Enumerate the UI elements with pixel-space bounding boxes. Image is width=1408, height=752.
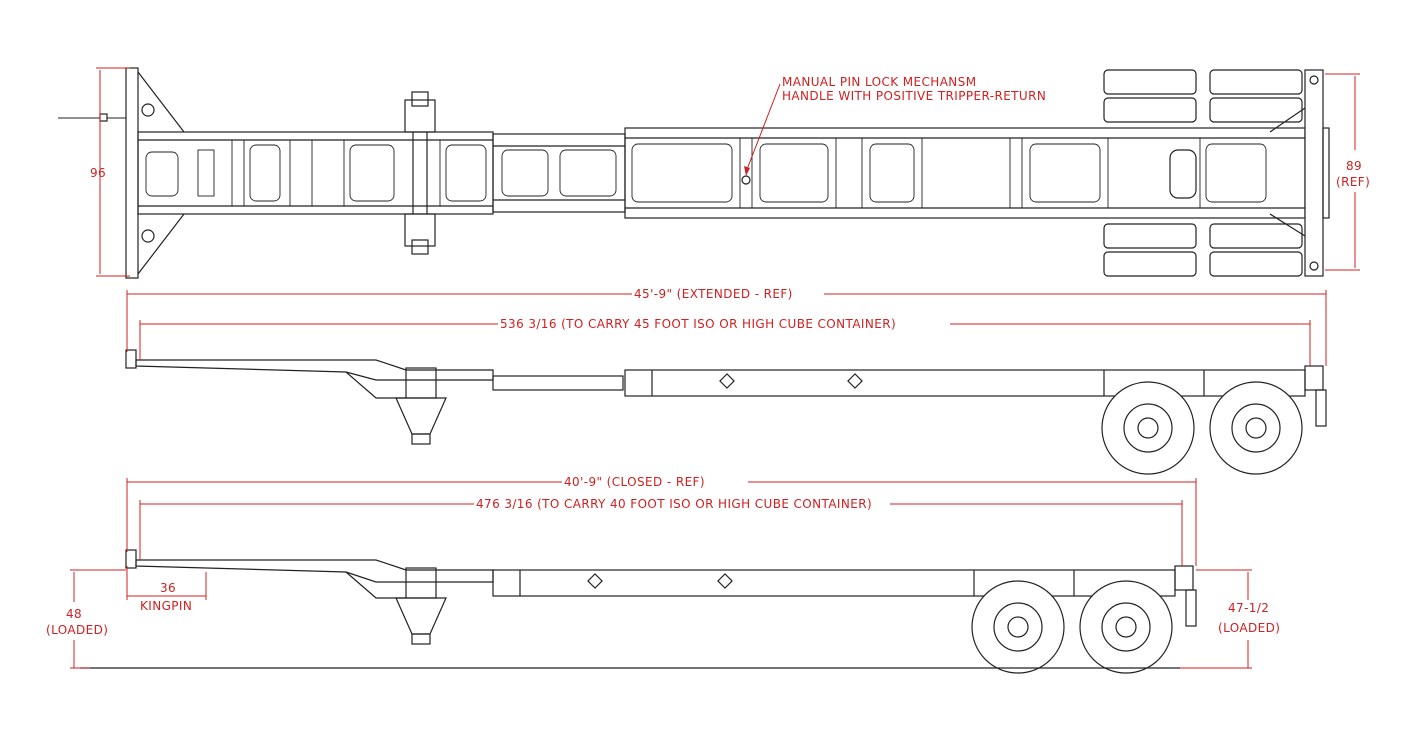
side-extended-dimensions: 45'-9" (EXTENDED - REF) 536 3/16 (TO CAR…	[126, 287, 1327, 366]
closed-carry-label: 476 3/16 (TO CARRY 40 FOOT ISO OR HIGH C…	[476, 497, 872, 511]
side-closed-dimensions: 40'-9" (CLOSED - REF) 476 3/16 (TO CARRY…	[46, 475, 1280, 669]
kingpin-value: 36	[160, 581, 176, 595]
top-view	[58, 67, 1330, 279]
side-view-closed	[80, 549, 1197, 674]
pin-lock-annotation-line1: MANUAL PIN LOCK MECHANSM	[782, 75, 976, 89]
extended-length-label: 45'-9" (EXTENDED - REF)	[634, 287, 793, 301]
rear-height-label: (LOADED)	[1218, 621, 1280, 635]
rear-height-value: 47-1/2	[1228, 601, 1269, 615]
rear-width-ref: (REF)	[1336, 175, 1370, 189]
front-height-value: 48	[66, 607, 82, 621]
front-height-label: (LOADED)	[46, 623, 108, 637]
kingpin-label: KINGPIN	[140, 599, 192, 613]
side-view-extended	[125, 349, 1327, 475]
rear-width-label: 89	[1346, 159, 1362, 173]
top-view-dimensions: 96 89 (REF) MANUAL PIN LOCK MECHANSM HAN…	[90, 67, 1370, 277]
extended-carry-label: 536 3/16 (TO CARRY 45 FOOT ISO OR HIGH C…	[500, 317, 896, 331]
closed-length-label: 40'-9" (CLOSED - REF)	[564, 475, 705, 489]
front-width-label: 96	[90, 166, 106, 180]
pin-lock-annotation-line2: HANDLE WITH POSITIVE TRIPPER-RETURN	[782, 89, 1046, 103]
